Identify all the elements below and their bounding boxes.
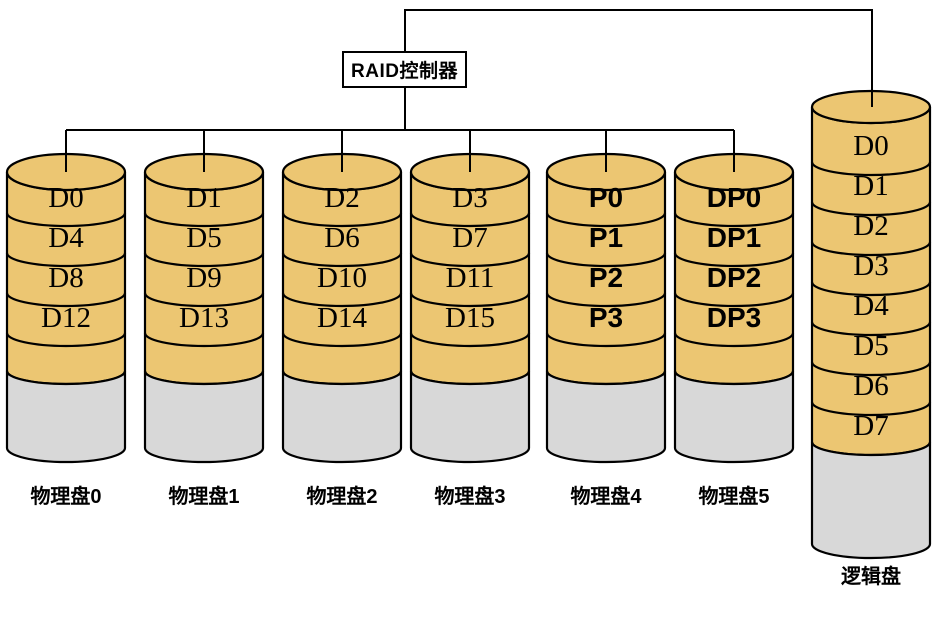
disk-base [810,441,932,560]
band-separator-arc [810,361,932,377]
band-label: D10 [317,262,367,294]
band-label: D5 [853,330,888,362]
band-label: D4 [853,290,889,322]
band-label: D15 [445,302,495,334]
band-label: D9 [186,262,221,294]
band-separator-arc [810,161,932,177]
band-separator-arc [281,292,403,308]
band-label: D7 [452,222,487,254]
band-separator-arc [409,332,531,348]
band-separator-arc [810,201,932,217]
band-separator-arc [673,212,795,228]
band-separator-arc [545,292,667,308]
band-label: D4 [48,222,84,254]
band-label: DP2 [707,262,761,293]
disk-cylinders: D0D4D8D12D1D5D9D13D2D6D10D14D3D7D11D15P0… [5,89,932,560]
band-label: D0 [853,130,888,162]
physical-disk-label-0: 物理盘0 [30,486,102,508]
band-separator-arc [810,241,932,257]
disk-base [281,370,403,464]
band-label: D3 [452,182,487,214]
band-label: D13 [179,302,229,334]
band-separator-arc [545,252,667,268]
band-label: D3 [853,250,888,282]
band-separator-arc [409,292,531,308]
disk-base [673,370,795,464]
disk-base [5,370,127,464]
band-separator-arc [143,252,265,268]
disk-base [409,370,531,464]
band-label: P1 [589,222,623,253]
band-label: D12 [41,302,91,334]
band-separator-arc [5,332,127,348]
band-label: D0 [48,182,83,214]
band-separator-arc [5,212,127,228]
band-separator-arc [409,252,531,268]
band-separator-arc [143,292,265,308]
connector-lines [65,9,873,172]
physical-disk-label-2: 物理盘2 [306,486,378,508]
band-separator-arc [281,252,403,268]
band-label: D8 [48,262,83,294]
band-separator-arc [673,332,795,348]
band-separator-arc [545,212,667,228]
disk-base [143,370,265,464]
band-label: P2 [589,262,623,293]
band-label: D11 [446,262,495,294]
logical-disk-label: 逻辑盘 [841,566,901,588]
band-label: DP1 [707,222,761,253]
band-label: P0 [589,182,623,213]
band-separator-arc [545,332,667,348]
band-label: P3 [589,302,623,333]
band-separator-arc [673,292,795,308]
physical-disk-label-3: 物理盘3 [434,486,506,508]
physical-disk-label-5: 物理盘5 [698,486,770,508]
band-separator-arc [810,281,932,297]
band-label: D5 [186,222,221,254]
band-separator-arc [281,332,403,348]
band-separator-arc [5,292,127,308]
band-label: DP0 [707,182,761,213]
band-label: D2 [853,210,888,242]
physical-disk-label-4: 物理盘4 [570,486,642,508]
disk-base [545,370,667,464]
band-separator-arc [810,321,932,337]
band-label: D6 [853,370,888,402]
controller-to-logical-line [404,9,873,107]
band-label: D1 [186,182,221,214]
band-separator-arc [673,252,795,268]
band-separator-arc [5,252,127,268]
band-separator-arc [143,212,265,228]
band-separator-arc [409,212,531,228]
band-label: D2 [324,182,359,214]
band-label: DP3 [707,302,761,333]
band-separator-arc [810,401,932,417]
raid-controller-box: RAID控制器 [342,51,467,88]
band-separator-arc [143,332,265,348]
band-label: D6 [324,222,359,254]
band-separator-arc [281,212,403,228]
band-label: D7 [853,410,888,442]
raid-controller-label: RAID控制器 [351,61,458,82]
physical-disk-label-1: 物理盘1 [168,486,240,508]
band-label: D1 [853,170,888,202]
band-label: D14 [317,302,367,334]
